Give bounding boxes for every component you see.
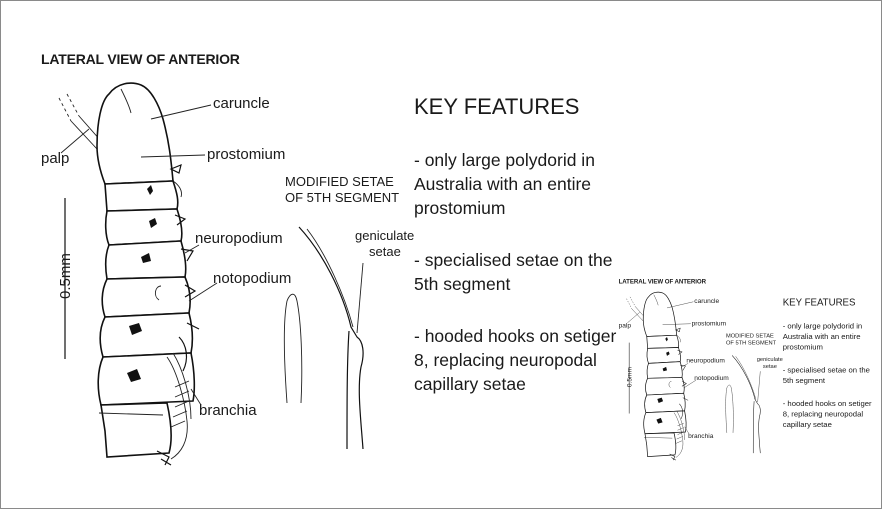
scale-label: 0.5mm [57,253,74,299]
key-features: KEY FEATURES - only large polydorid in A… [414,94,617,394]
caruncle-label-thumbnail: caruncle [694,298,719,305]
palp-label-thumbnail: palp [619,322,632,329]
feature-3-line1: - hooded hooks on setiger [414,326,617,346]
prostomium-label: prostomium [207,146,285,163]
feature-1-line3-thumbnail: prostomium [783,343,823,352]
feature-2-line1: - specialised setae on the [414,250,612,270]
neuropodium-label: neuropodium [195,230,283,247]
feature-2-line1-thumbnail: - specialised setae on the [783,366,870,375]
notopodium-label: notopodium [213,270,291,287]
feature-2-line2-thumbnail: 5th segment [783,376,826,385]
feature-1-line3: prostomium [414,198,505,218]
scale-bar: 0.5mm [57,198,74,359]
setae-title-line1: MODIFIED SETAE [285,174,394,189]
figure-svg-thumbnail: LATERAL VIEW OF ANTERIOR 0.5mm palp [601,256,882,480]
palp-drawing: palp [41,94,101,167]
prostomium-label-thumbnail: prostomium [692,321,727,328]
setae-drawings-thumbnail [726,355,761,453]
setae-title-line2-thumbnail: OF 5TH SEGMENT [726,340,777,346]
feature-1-line2: Australia with an entire [414,174,591,194]
notopodium-label-thumbnail: notopodium [694,375,729,382]
feature-3-line3: capillary setae [414,374,526,394]
feature-1-line2-thumbnail: Australia with an entire [783,332,861,341]
feature-2-line2: 5th segment [414,274,510,294]
feature-3-line2: 8, replacing neuropodal [414,350,597,370]
feature-3-line3-thumbnail: capillary setae [783,420,832,429]
caruncle-label: caruncle [213,95,270,112]
geniculate-line1: geniculate [355,228,414,243]
feature-3-line1-thumbnail: - hooded hooks on setiger [783,399,872,408]
setae-drawings [284,227,363,449]
branchia-label-thumbnail: branchia [688,433,714,440]
worm-body [97,83,199,465]
palp-drawing-thumbnail: palp [619,297,645,329]
feature-1-line1: - only large polydorid in [414,150,595,170]
geniculate-line1-thumbnail: geniculate [757,357,783,363]
figure-panel-thumbnail: LATERAL VIEW OF ANTERIOR 0.5mm palp [601,256,882,480]
key-features-thumbnail: KEY FEATURES - only large polydorid in A… [783,298,872,429]
geniculate-line2: setae [369,244,401,259]
diagram-heading-thumbnail: LATERAL VIEW OF ANTERIOR [619,279,707,286]
neuropodium-label-thumbnail: neuropodium [686,357,725,364]
branchia-label: branchia [199,402,257,419]
geniculate-line2-thumbnail: setae [763,364,777,370]
palp-label: palp [41,150,69,167]
setae-title-line1-thumbnail: MODIFIED SETAE [726,333,774,339]
setae-title-line2: OF 5TH SEGMENT [285,190,399,205]
key-features-title: KEY FEATURES [414,94,579,119]
feature-1-line1-thumbnail: - only large polydorid in [783,322,862,331]
scale-bar-thumbnail: 0.5mm [626,343,633,414]
feature-3-line2-thumbnail: 8, replacing neuropodal [783,410,864,419]
key-features-title-thumbnail: KEY FEATURES [783,298,856,309]
worm-body-thumbnail [643,292,688,460]
diagram-heading: LATERAL VIEW OF ANTERIOR [41,51,240,67]
scale-label-thumbnail: 0.5mm [626,366,633,387]
